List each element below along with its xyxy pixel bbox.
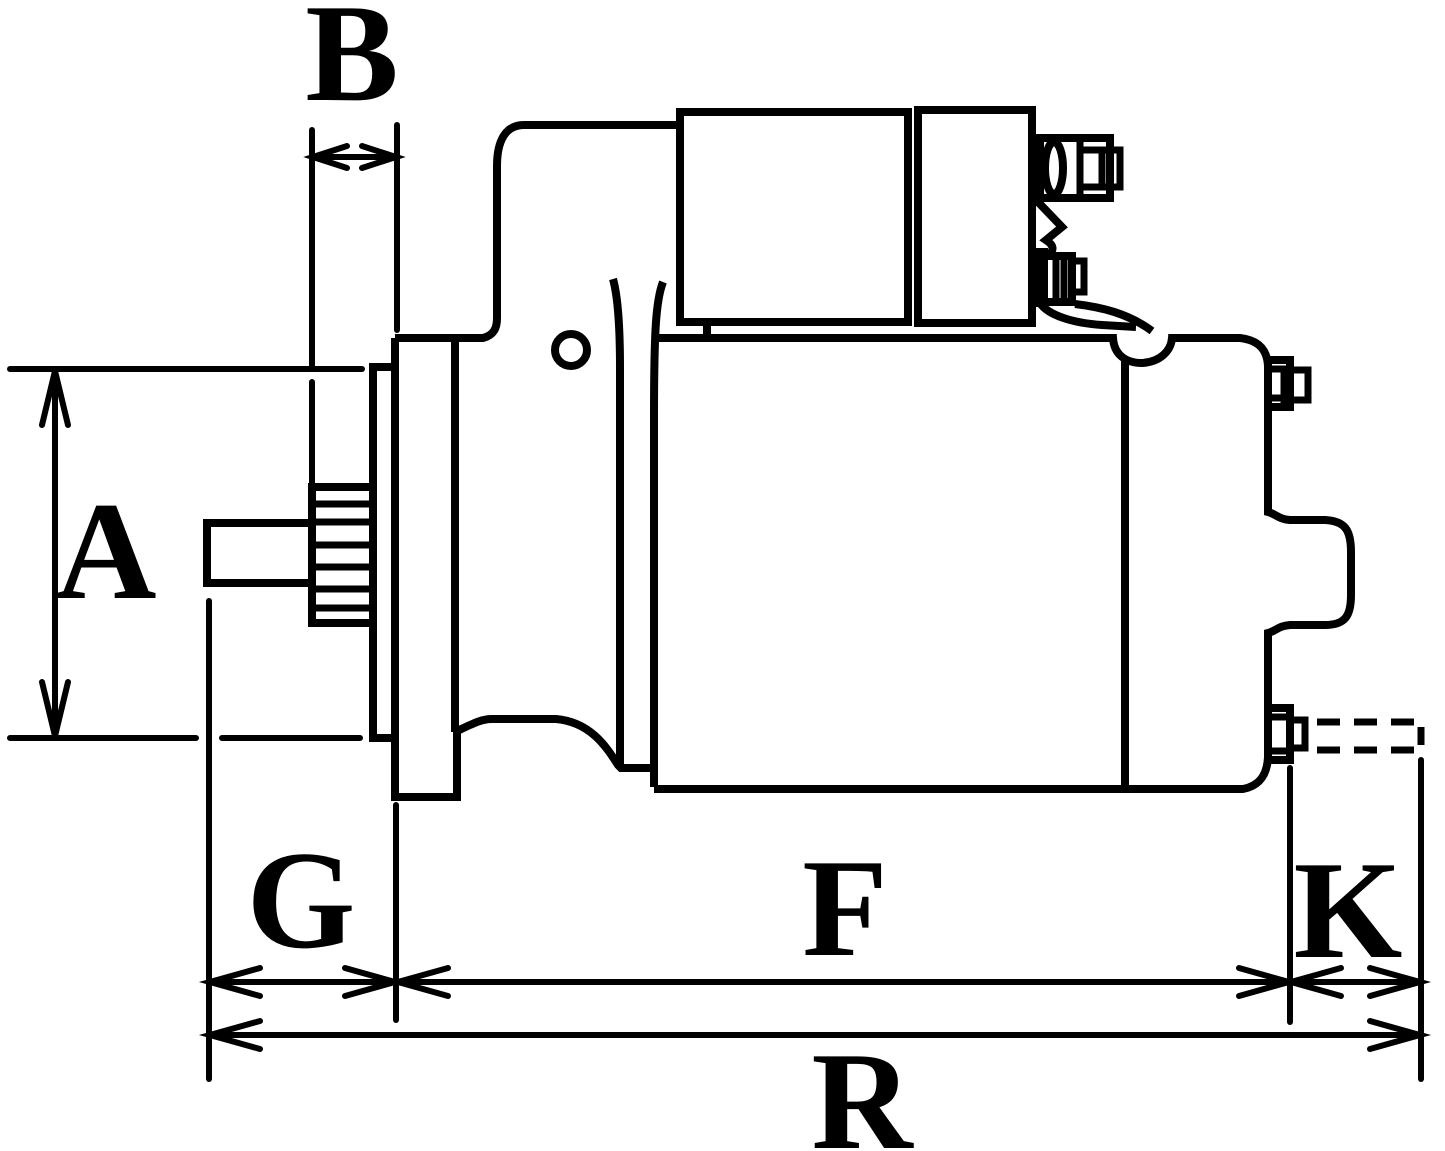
rear-bolt-bottom xyxy=(1264,704,1309,764)
armature-shaft xyxy=(203,519,312,587)
field-terminal-stud xyxy=(1032,248,1088,307)
arrowhead-right-icon xyxy=(1367,1018,1432,1052)
yoke-rear-bracket-outline xyxy=(654,334,1355,793)
arrowhead-up-icon xyxy=(39,370,71,428)
dimension-label-k: K xyxy=(1294,833,1403,988)
pinion-teeth-lines xyxy=(312,500,373,612)
arrowhead-left-icon xyxy=(303,143,350,171)
pinion-gear xyxy=(308,483,377,627)
mounting-flange xyxy=(391,338,461,801)
arrowhead-left-icon xyxy=(198,1018,263,1052)
arrowhead-right-icon xyxy=(359,143,406,171)
dimension-b: B xyxy=(303,0,406,488)
arrowhead-left-icon xyxy=(1279,965,1344,999)
cap-zigzag-edge xyxy=(1035,199,1068,257)
bolt-washer xyxy=(1264,356,1294,411)
drive-housing-top xyxy=(395,121,680,342)
dimension-r: R xyxy=(198,1018,1432,1151)
arrowhead-left-icon xyxy=(198,965,263,999)
arrowhead-right-icon xyxy=(1367,965,1432,999)
arrowhead-down-icon xyxy=(39,679,71,737)
joint-line-rear xyxy=(650,280,667,787)
bolt-washer-lines xyxy=(1268,713,1290,755)
terminal-strap xyxy=(1036,300,1155,335)
housing-hole xyxy=(551,330,591,370)
terminal-lens xyxy=(1041,138,1067,198)
flange-body xyxy=(391,338,461,801)
field-terminal-lines xyxy=(1052,256,1068,302)
rear-bolt-top xyxy=(1264,356,1312,411)
battery-terminal-stud xyxy=(1028,134,1124,206)
dimension-label-a: A xyxy=(55,474,156,629)
field-terminal-tip xyxy=(1068,257,1088,296)
dimension-label-b: B xyxy=(305,0,398,131)
dimension-label-g: G xyxy=(247,823,356,978)
terminal-body xyxy=(1036,134,1114,202)
dimension-k: K xyxy=(1279,833,1432,999)
dimension-g: G xyxy=(198,823,407,999)
motor-drawing xyxy=(203,106,1425,801)
dimension-label-r: R xyxy=(811,1024,914,1151)
drive-housing-underside xyxy=(453,715,654,772)
dimension-a: A xyxy=(7,366,365,741)
hidden-through-bolt-dashes xyxy=(1317,718,1425,754)
bolt-tip xyxy=(1286,716,1309,752)
bolt-nut xyxy=(1280,366,1312,404)
solenoid-body xyxy=(676,108,912,326)
dimension-label-f: F xyxy=(802,831,888,986)
joint-line-front xyxy=(609,277,624,767)
dimension-f: F xyxy=(386,831,1301,999)
solenoid-cap xyxy=(914,106,1036,327)
arrowhead-left-icon xyxy=(386,965,451,999)
dimension-annotations: B A G xyxy=(7,0,1432,1151)
